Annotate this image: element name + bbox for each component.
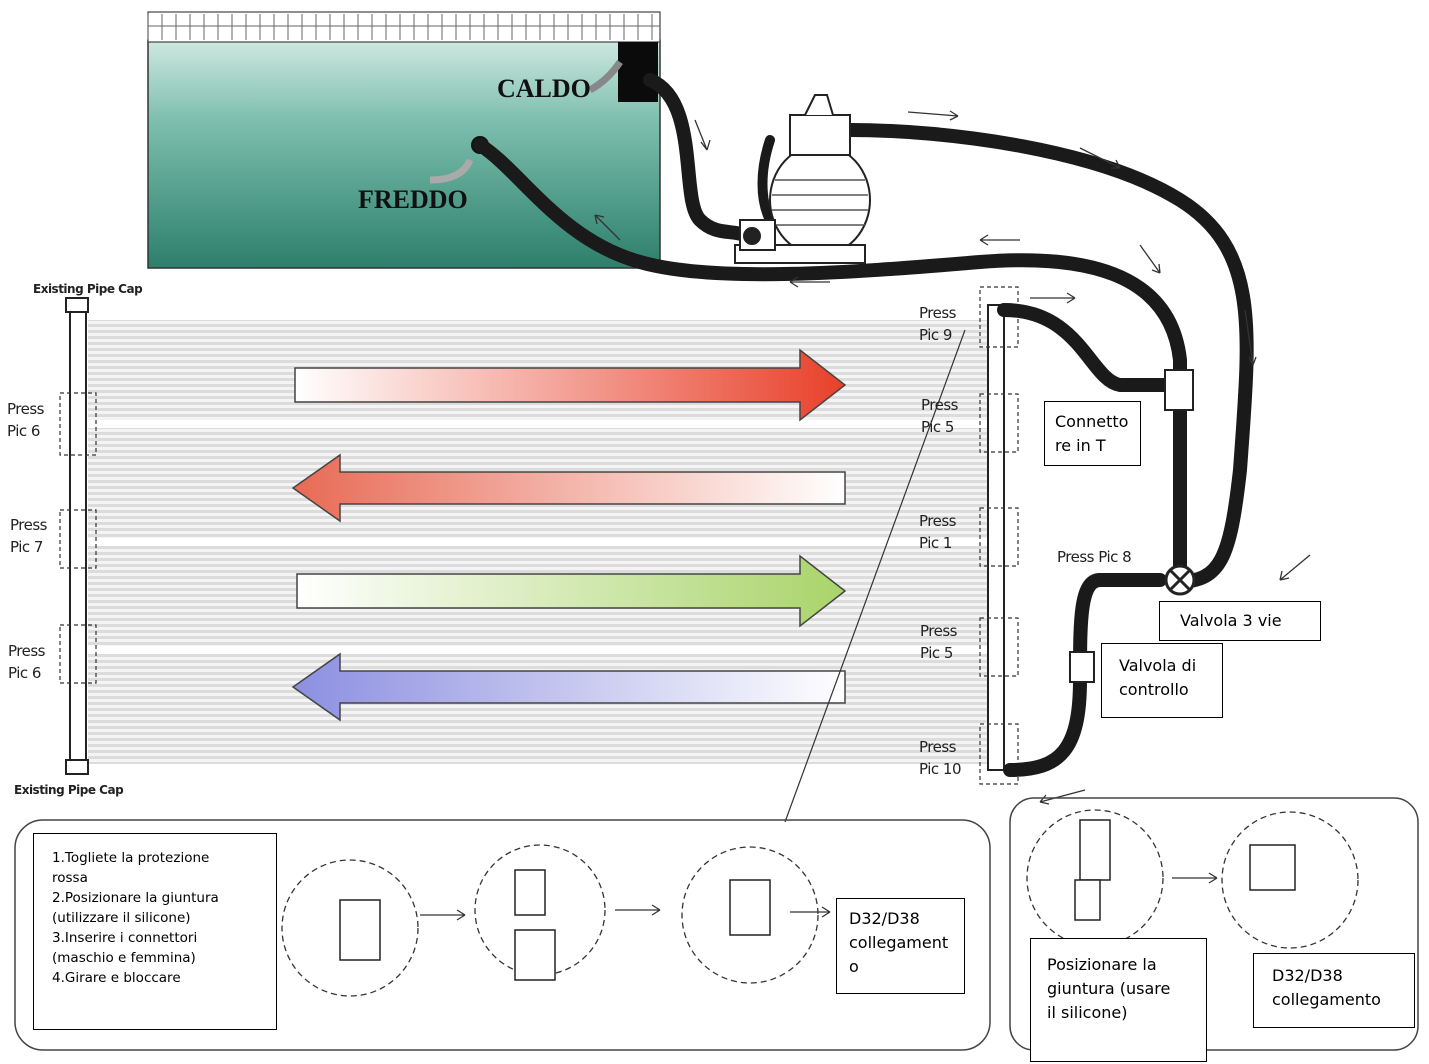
d32-connection-left-callout: D32/D38 collegament o xyxy=(836,898,965,994)
top-pipe-cap-label: Existing Pipe Cap xyxy=(33,282,143,296)
hot-label: CALDO xyxy=(497,74,591,103)
position-joint-callout: Posizionare la giuntura (usare il silico… xyxy=(1030,938,1207,1062)
solar-panel xyxy=(65,297,1005,775)
pool xyxy=(147,11,661,269)
flow-arrow-right-green xyxy=(296,554,847,628)
check-valve-callout: Valvola di controllo xyxy=(1101,643,1223,718)
bottom-pipe-cap-label: Existing Pipe Cap xyxy=(14,783,124,797)
installation-steps-callout: 1.Togliete la protezione rossa 2.Posizio… xyxy=(33,833,277,1030)
joint-markers xyxy=(59,286,1019,785)
t-connector-callout: Connetto re in T xyxy=(1044,401,1141,466)
d32-connection-right-callout: D32/D38 collegamento xyxy=(1253,953,1415,1028)
press-pic8-label: Press Pic 8 xyxy=(1057,548,1132,566)
right-header-pipe xyxy=(987,304,1005,771)
cold-label: FREDDO xyxy=(358,185,468,214)
pump-filter xyxy=(734,94,871,264)
flow-arrow-left-red xyxy=(291,453,846,523)
three-way-valve-callout: Valvola 3 vie xyxy=(1159,601,1321,641)
flow-arrow-left-blue xyxy=(291,652,846,722)
fittings xyxy=(1069,369,1196,683)
cold-flow-arrow-icon xyxy=(429,158,474,184)
direction-arrows xyxy=(594,110,1311,805)
hot-flow-arrow-icon xyxy=(588,60,623,94)
detail-step-arrows xyxy=(420,872,1218,921)
return-inlet xyxy=(618,42,658,102)
t-connector-icon xyxy=(1164,369,1194,411)
check-valve-icon xyxy=(1069,651,1095,683)
flow-arrow-right-red xyxy=(294,348,847,422)
leader-line xyxy=(784,329,966,823)
left-header-pipe xyxy=(69,309,87,771)
detail-panels xyxy=(14,797,1419,1051)
detail-fittings xyxy=(339,819,1296,981)
